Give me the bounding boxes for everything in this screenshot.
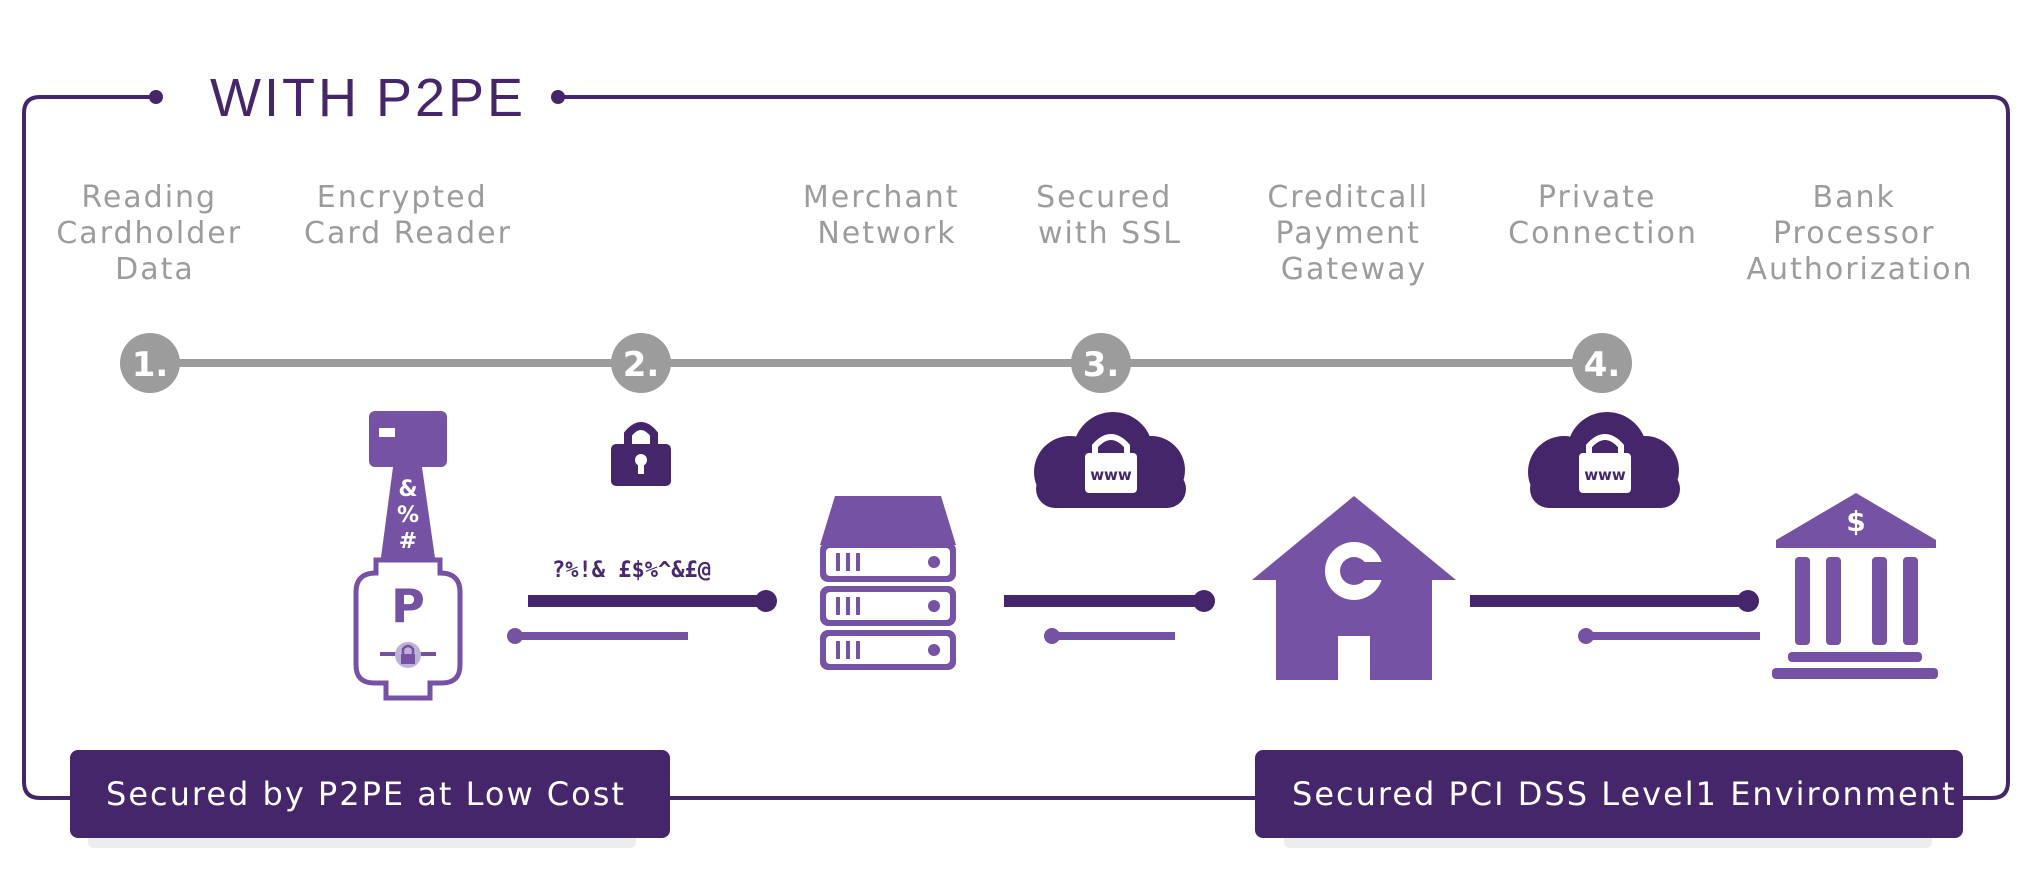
svg-text:3.: 3.	[1083, 345, 1120, 385]
cloud-lock-icon-ssl: www	[1034, 412, 1186, 508]
svg-text:Secured PCI DSS Level1 Environ: Secured PCI DSS Level1 Environment	[1292, 775, 1957, 813]
label-merchant-network: Merchant Network	[803, 180, 971, 251]
bank-icon: $	[1772, 493, 1938, 679]
svg-text:www: www	[1090, 466, 1132, 484]
connector-1-bottom-dot	[507, 628, 523, 644]
label-creditcall-payment-gateway: Creditcall Payment Gateway	[1267, 180, 1440, 287]
svg-text:P: P	[391, 579, 425, 633]
svg-text:2.: 2.	[623, 345, 660, 385]
encrypted-data-text: ?%!& £$%^&£@	[552, 558, 711, 583]
cloud-lock-icon-private: www	[1528, 412, 1680, 508]
svg-text:&: &	[398, 477, 417, 502]
diagram-title: WITH P2PE	[210, 68, 526, 128]
server-icon	[820, 496, 956, 670]
connector-2-top-dot	[1193, 590, 1215, 612]
frame-right	[558, 95, 2010, 800]
step-marker-1: 1.	[120, 333, 180, 393]
frame-dot-left	[149, 90, 163, 104]
svg-text:Secured by P2PE at Low Cost: Secured by P2PE at Low Cost	[106, 775, 626, 813]
step-marker-3: 3.	[1071, 333, 1131, 393]
step-marker-4: 4.	[1572, 333, 1632, 393]
banner-right: Secured PCI DSS Level1 Environment	[1255, 750, 1963, 838]
frame-left	[22, 95, 156, 800]
title-highlight: P2PE	[376, 68, 526, 128]
connector-3-top-dot	[1737, 590, 1759, 612]
svg-text:4.: 4.	[1584, 345, 1621, 385]
label-bank-processor-authorization: Bank Processor Authorization	[1747, 180, 1974, 287]
connector-2-bottom-dot	[1044, 628, 1060, 644]
svg-text:#: #	[399, 529, 417, 554]
banner-left: Secured by P2PE at Low Cost	[70, 750, 670, 838]
card-reader-icon: & % # P	[353, 411, 463, 701]
label-secured-with-ssl: Secured with SSL	[1036, 180, 1184, 251]
label-encrypted-card-reader: Encrypted Card Reader	[304, 180, 512, 251]
svg-text:1.: 1.	[132, 345, 169, 385]
creditcall-gateway-house-icon	[1252, 496, 1456, 680]
step-marker-2: 2.	[611, 333, 671, 393]
label-reading-cardholder-data: Reading Cardholder Data	[56, 180, 253, 287]
lock-icon	[611, 422, 671, 486]
connector-3-bottom-dot	[1578, 628, 1594, 644]
title-prefix: WITH	[210, 68, 360, 128]
label-private-connection: Private Connection	[1508, 180, 1698, 251]
svg-text:$: $	[1846, 505, 1865, 538]
connector-1-top-dot	[755, 590, 777, 612]
svg-text:www: www	[1584, 466, 1626, 484]
svg-text:%: %	[397, 503, 419, 528]
frame-dot-right	[551, 90, 565, 104]
